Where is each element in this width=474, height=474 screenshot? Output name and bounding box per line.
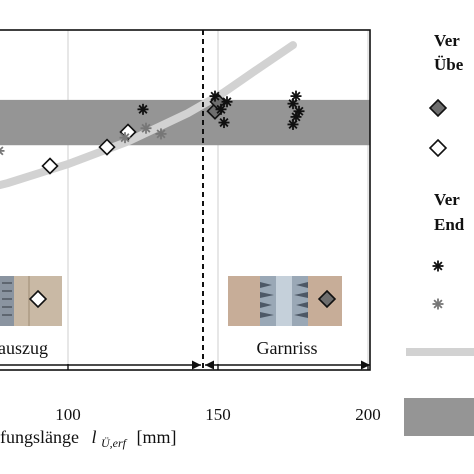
zone-arrows bbox=[0, 360, 370, 370]
reference-band bbox=[0, 99, 370, 146]
zone-label-yarn-break: Garnriss bbox=[257, 338, 318, 358]
point-diamond-open-2 bbox=[41, 157, 59, 175]
point-asterisk-gray-4 bbox=[0, 146, 5, 156]
legend-title-4: End bbox=[434, 215, 465, 234]
photo-diamond-filled-marker bbox=[317, 289, 337, 309]
data-points bbox=[0, 90, 305, 175]
point-asterisk-black-2 bbox=[215, 103, 227, 115]
legend-asterisk-black-shape bbox=[432, 260, 444, 272]
point-asterisk-black-4 bbox=[221, 96, 233, 108]
point-asterisk-gray-7 bbox=[155, 128, 167, 140]
legend-asterisk-gray-shape bbox=[432, 298, 444, 310]
x-tick-label-2: 200 bbox=[355, 405, 381, 424]
point-asterisk-black-0 bbox=[137, 103, 149, 115]
legend-title-2: Übe bbox=[434, 55, 464, 74]
point-asterisk-black-7 bbox=[293, 105, 305, 117]
legend-title-3: Ver bbox=[434, 190, 460, 209]
zone-label-pullout: auszug bbox=[0, 338, 48, 358]
point-asterisk-gray-5 bbox=[119, 132, 131, 144]
x-axis-label-subscript: Ü,erf bbox=[101, 435, 128, 450]
legend-band-swatch bbox=[404, 398, 474, 436]
legend: Ver Übe Ver End bbox=[404, 31, 474, 436]
grid bbox=[67, 30, 369, 370]
photo-diamond-open-marker bbox=[28, 289, 48, 309]
x-axis-label: fungslänge l Ü,erf [mm] bbox=[0, 427, 177, 451]
point-diamond-open-3 bbox=[98, 138, 116, 156]
x-axis-label-unit: [mm] bbox=[137, 427, 177, 447]
legend-marker-black-asterisk bbox=[432, 260, 444, 272]
point-asterisk-black-9 bbox=[290, 90, 302, 102]
arrow-zone-pullout bbox=[0, 360, 201, 370]
x-tick-label-0: 100 bbox=[55, 405, 81, 424]
arrow-zone-yarn-break bbox=[205, 360, 370, 370]
point-asterisk-black-3 bbox=[218, 117, 230, 129]
point-asterisk-gray-6 bbox=[140, 122, 152, 134]
legend-marker-open-diamond bbox=[428, 138, 448, 158]
x-axis-label-symbol: l bbox=[91, 427, 96, 447]
plot-frame bbox=[0, 29, 371, 371]
x-tick-label-1: 150 bbox=[205, 405, 231, 424]
x-axis-ticks: 100 150 200 bbox=[55, 364, 381, 424]
x-axis-label-text: fungslänge bbox=[0, 427, 79, 447]
legend-marker-filled-diamond bbox=[428, 98, 448, 118]
legend-title-1: Ver bbox=[434, 31, 460, 50]
legend-marker-gray-asterisk bbox=[432, 298, 444, 310]
specimen-photos bbox=[0, 276, 342, 326]
point-asterisk-black-1 bbox=[209, 90, 221, 102]
